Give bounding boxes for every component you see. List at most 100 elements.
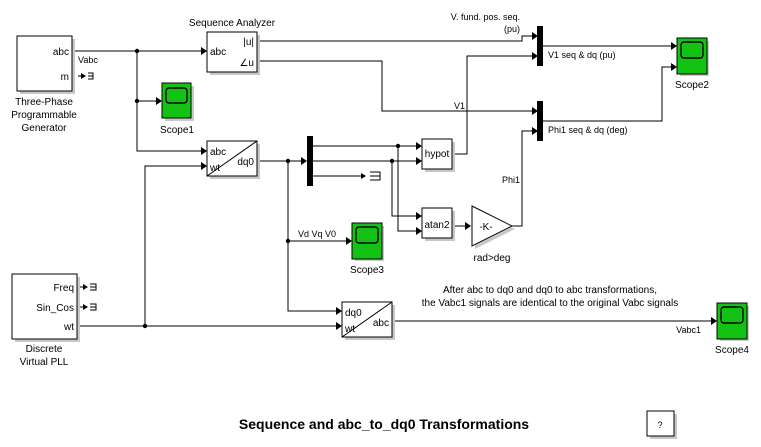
arrowhead bbox=[156, 97, 162, 105]
scope1-block[interactable]: Scope1 bbox=[160, 82, 194, 136]
terminator-icon bbox=[88, 72, 94, 80]
signal-label-vd-vq-v0: Vd Vq V0 bbox=[298, 229, 336, 239]
arrowhead bbox=[416, 142, 422, 150]
block-name-line3: Generator bbox=[21, 123, 67, 134]
arrowhead bbox=[346, 237, 352, 245]
diagonal-divider bbox=[341, 301, 393, 338]
wire-d-to-atan2[interactable] bbox=[397, 146, 417, 232]
arrowhead bbox=[83, 284, 88, 290]
scope4-label: Scope4 bbox=[715, 345, 749, 356]
port-dq0: dq0 bbox=[345, 308, 362, 319]
scope-screen-icon bbox=[355, 226, 379, 244]
diagonal-divider bbox=[206, 140, 258, 177]
port-abc: abc bbox=[373, 318, 389, 329]
gain-name: rad>deg bbox=[474, 253, 511, 264]
arrowhead bbox=[201, 47, 207, 55]
port-magnitude: |u| bbox=[243, 37, 254, 48]
diagram-title: Sequence and abc_to_dq0 Transformations bbox=[239, 416, 529, 432]
scope-screen-icon bbox=[680, 41, 704, 59]
wire-phi1-seq-dq[interactable] bbox=[543, 66, 671, 122]
atan2-block[interactable]: atan2 bbox=[421, 207, 455, 241]
arrowhead bbox=[361, 173, 366, 179]
wire-v1[interactable] bbox=[453, 55, 532, 155]
port-abc: abc bbox=[210, 147, 226, 158]
arrowhead bbox=[671, 42, 677, 50]
scope4-block[interactable]: Scope4 bbox=[715, 302, 749, 356]
wire-wt-branch[interactable] bbox=[144, 165, 201, 326]
terminator-icon bbox=[90, 303, 97, 311]
arrowhead bbox=[532, 127, 538, 135]
arrowhead bbox=[416, 212, 422, 220]
wire-q-to-atan2[interactable] bbox=[391, 161, 417, 217]
block-name-line2: Programmable bbox=[11, 110, 77, 121]
scope3-label: Scope3 bbox=[350, 265, 384, 276]
discrete-virtual-pll-block[interactable]: Freq Sin_Cos wt Discrete Virtual PLL bbox=[11, 273, 80, 368]
junction-dot bbox=[142, 323, 148, 329]
signal-label-v-fund-unit: (pu) bbox=[504, 24, 520, 34]
scope-screen-icon bbox=[165, 87, 188, 104]
scope2-block[interactable]: Scope2 bbox=[675, 37, 709, 91]
port-m: m bbox=[61, 72, 69, 83]
signal-label-vabc: Vabc bbox=[78, 55, 98, 65]
wire-vabc-branch[interactable] bbox=[136, 51, 201, 152]
junction-dot bbox=[285, 238, 291, 244]
signal-label-v1: V1 bbox=[454, 101, 465, 111]
junction-dot bbox=[134, 48, 140, 54]
block-name-line1: Discrete bbox=[26, 344, 63, 355]
signal-label-phi1: Phi1 bbox=[502, 175, 520, 185]
arrowhead bbox=[532, 107, 538, 115]
arrowhead bbox=[671, 63, 677, 71]
scope3-block[interactable]: Scope3 bbox=[350, 222, 384, 276]
terminator-icon bbox=[90, 283, 97, 291]
signal-label-vabc1: Vabc1 bbox=[676, 325, 701, 335]
scope1-label: Scope1 bbox=[160, 125, 194, 136]
mux-phi1-block[interactable] bbox=[537, 101, 543, 141]
dq0-to-abc-block[interactable]: dq0 wt abc bbox=[341, 301, 395, 340]
gain-label: -K- bbox=[479, 222, 492, 233]
arrowhead bbox=[83, 304, 88, 310]
hypot-label: hypot bbox=[425, 149, 450, 160]
scope2-label: Scope2 bbox=[675, 80, 709, 91]
port-abc: abc bbox=[210, 47, 226, 58]
junction-dot bbox=[395, 143, 401, 149]
scope-screen-icon bbox=[720, 306, 744, 324]
signal-label-v1-seq-dq: V1 seq & dq (pu) bbox=[548, 50, 616, 60]
junction-dot bbox=[134, 98, 140, 104]
wire-angle[interactable] bbox=[258, 60, 532, 112]
annotation-line2: the Vabc1 signals are identical to the o… bbox=[422, 298, 678, 309]
block-name-line2: Virtual PLL bbox=[20, 357, 69, 368]
arrowhead bbox=[532, 32, 538, 40]
port-angle: ∠u bbox=[239, 58, 254, 69]
wire-phi1[interactable] bbox=[512, 130, 532, 227]
arrowhead bbox=[201, 162, 207, 170]
annotation-line1: After abc to dq0 and dq0 to abc transfor… bbox=[443, 285, 657, 296]
port-wt: wt bbox=[209, 163, 220, 174]
arrowhead bbox=[416, 227, 422, 235]
port-wt: wt bbox=[63, 322, 74, 333]
hypot-block[interactable]: hypot bbox=[421, 138, 455, 172]
atan2-label: atan2 bbox=[424, 220, 449, 231]
help-button[interactable]: ? bbox=[646, 410, 677, 439]
gain-block[interactable]: -K- rad>deg bbox=[471, 205, 515, 264]
wire-v-fund[interactable] bbox=[258, 35, 532, 42]
sequence-analyzer-block[interactable]: Sequence Analyzer abc |u| ∠u bbox=[189, 18, 276, 75]
port-freq: Freq bbox=[53, 283, 74, 294]
arrowhead bbox=[711, 317, 717, 325]
signal-label-v-fund: V. fund. pos. seq. bbox=[451, 12, 520, 22]
help-button-label: ? bbox=[657, 420, 662, 430]
arrowhead bbox=[532, 52, 538, 60]
signal-label-phi1-seq-dq: Phi1 seq & dq (deg) bbox=[548, 125, 628, 135]
three-phase-generator-block[interactable]: abc m Three-Phase Programmable Generator bbox=[11, 35, 77, 134]
port-abc: abc bbox=[53, 47, 69, 58]
arrowhead bbox=[301, 157, 307, 165]
junction-dot bbox=[389, 158, 395, 164]
mux-v1-block[interactable] bbox=[537, 26, 543, 66]
arrowhead bbox=[336, 322, 342, 330]
port-dq0: dq0 bbox=[237, 157, 254, 168]
wire-dq0-branch[interactable] bbox=[287, 161, 336, 312]
arrowhead bbox=[81, 73, 86, 79]
block-name-line1: Three-Phase bbox=[15, 97, 73, 108]
abc-to-dq0-block[interactable]: abc wt dq0 bbox=[206, 140, 260, 179]
demux-block[interactable] bbox=[307, 136, 313, 186]
